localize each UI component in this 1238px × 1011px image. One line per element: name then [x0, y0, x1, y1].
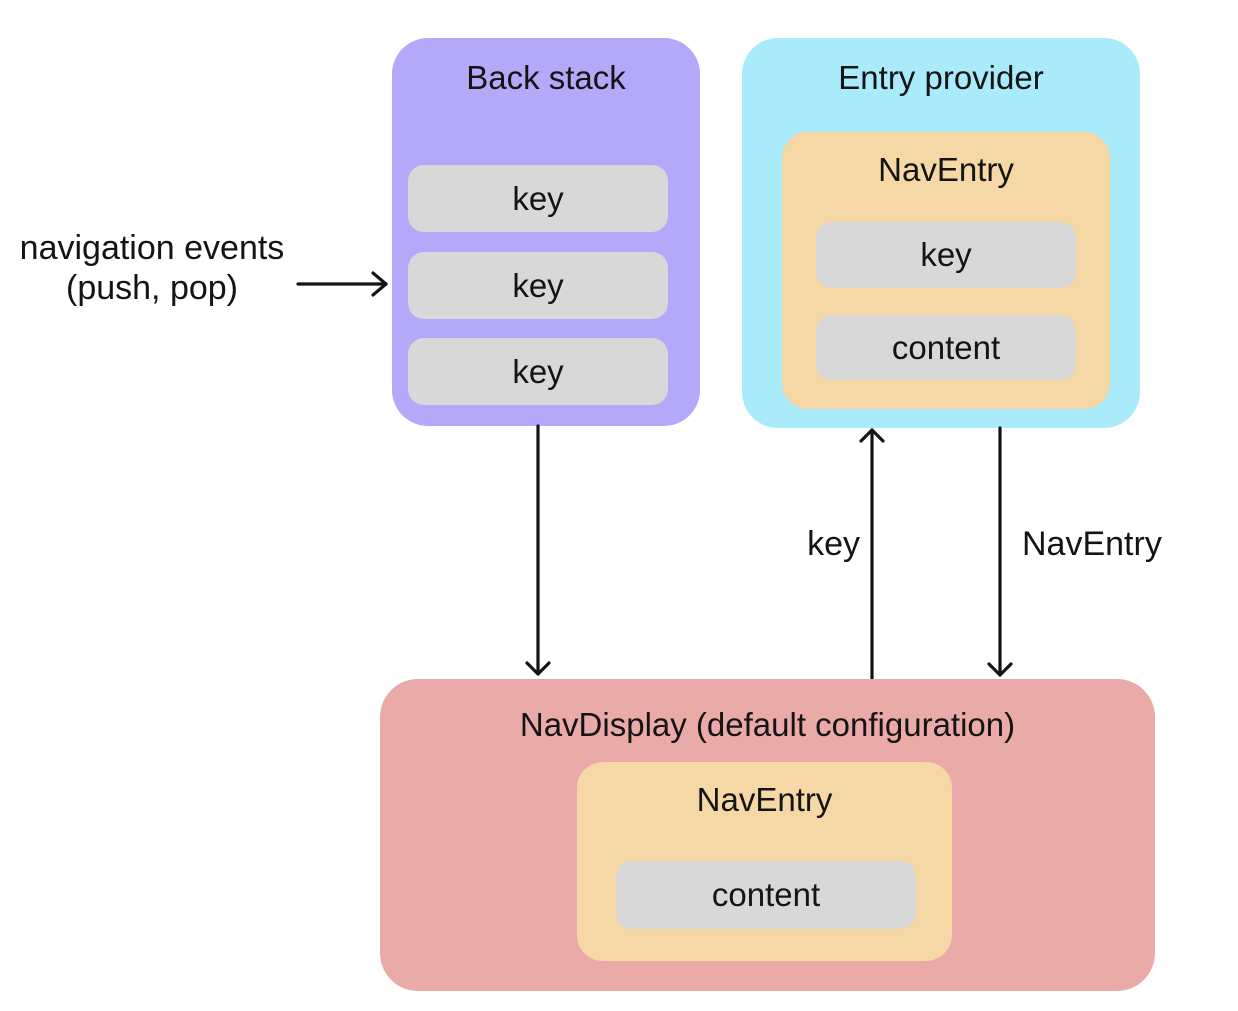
- back-stack-key-chip: key: [408, 338, 668, 405]
- nav-entry-arrow-label: NavEntry: [1022, 525, 1162, 563]
- entry-provider-nav-entry-box: NavEntry key content: [782, 132, 1110, 409]
- back-stack-box: Back stack key key key: [392, 38, 700, 426]
- nav-display-title: NavDisplay (default configuration): [519, 706, 1016, 743]
- back-stack-key-chip: key: [408, 252, 668, 319]
- back-stack-key-chip: key: [408, 165, 668, 232]
- push-pop-arrow: [296, 271, 388, 297]
- nav-entry-title: NavEntry: [878, 151, 1014, 188]
- entry-provider-title: Entry provider: [838, 59, 1044, 96]
- navigation-events-label: navigation events (push, pop): [2, 228, 302, 308]
- nav-entry-content-chip: content: [616, 861, 916, 929]
- nav-entry-key-chip: key: [816, 222, 1076, 288]
- nav-display-nav-entry-box: NavEntry content: [577, 762, 952, 961]
- back-stack-title: Back stack: [466, 59, 626, 96]
- key-arrow-label: key: [807, 525, 860, 563]
- nav-display-box: NavDisplay (default configuration) NavEn…: [380, 679, 1155, 991]
- navigation-events-line2: (push, pop): [66, 269, 238, 307]
- key-arrow-up: [859, 428, 885, 681]
- navigation-events-line1: navigation events: [19, 229, 285, 267]
- nav-entry-title: NavEntry: [696, 781, 833, 818]
- nav-entry-arrow-down: [987, 426, 1013, 677]
- entry-provider-box: Entry provider NavEntry key content: [742, 38, 1140, 428]
- nav-entry-content-chip: content: [816, 315, 1076, 380]
- back-stack-to-nav-display-arrow: [525, 424, 551, 676]
